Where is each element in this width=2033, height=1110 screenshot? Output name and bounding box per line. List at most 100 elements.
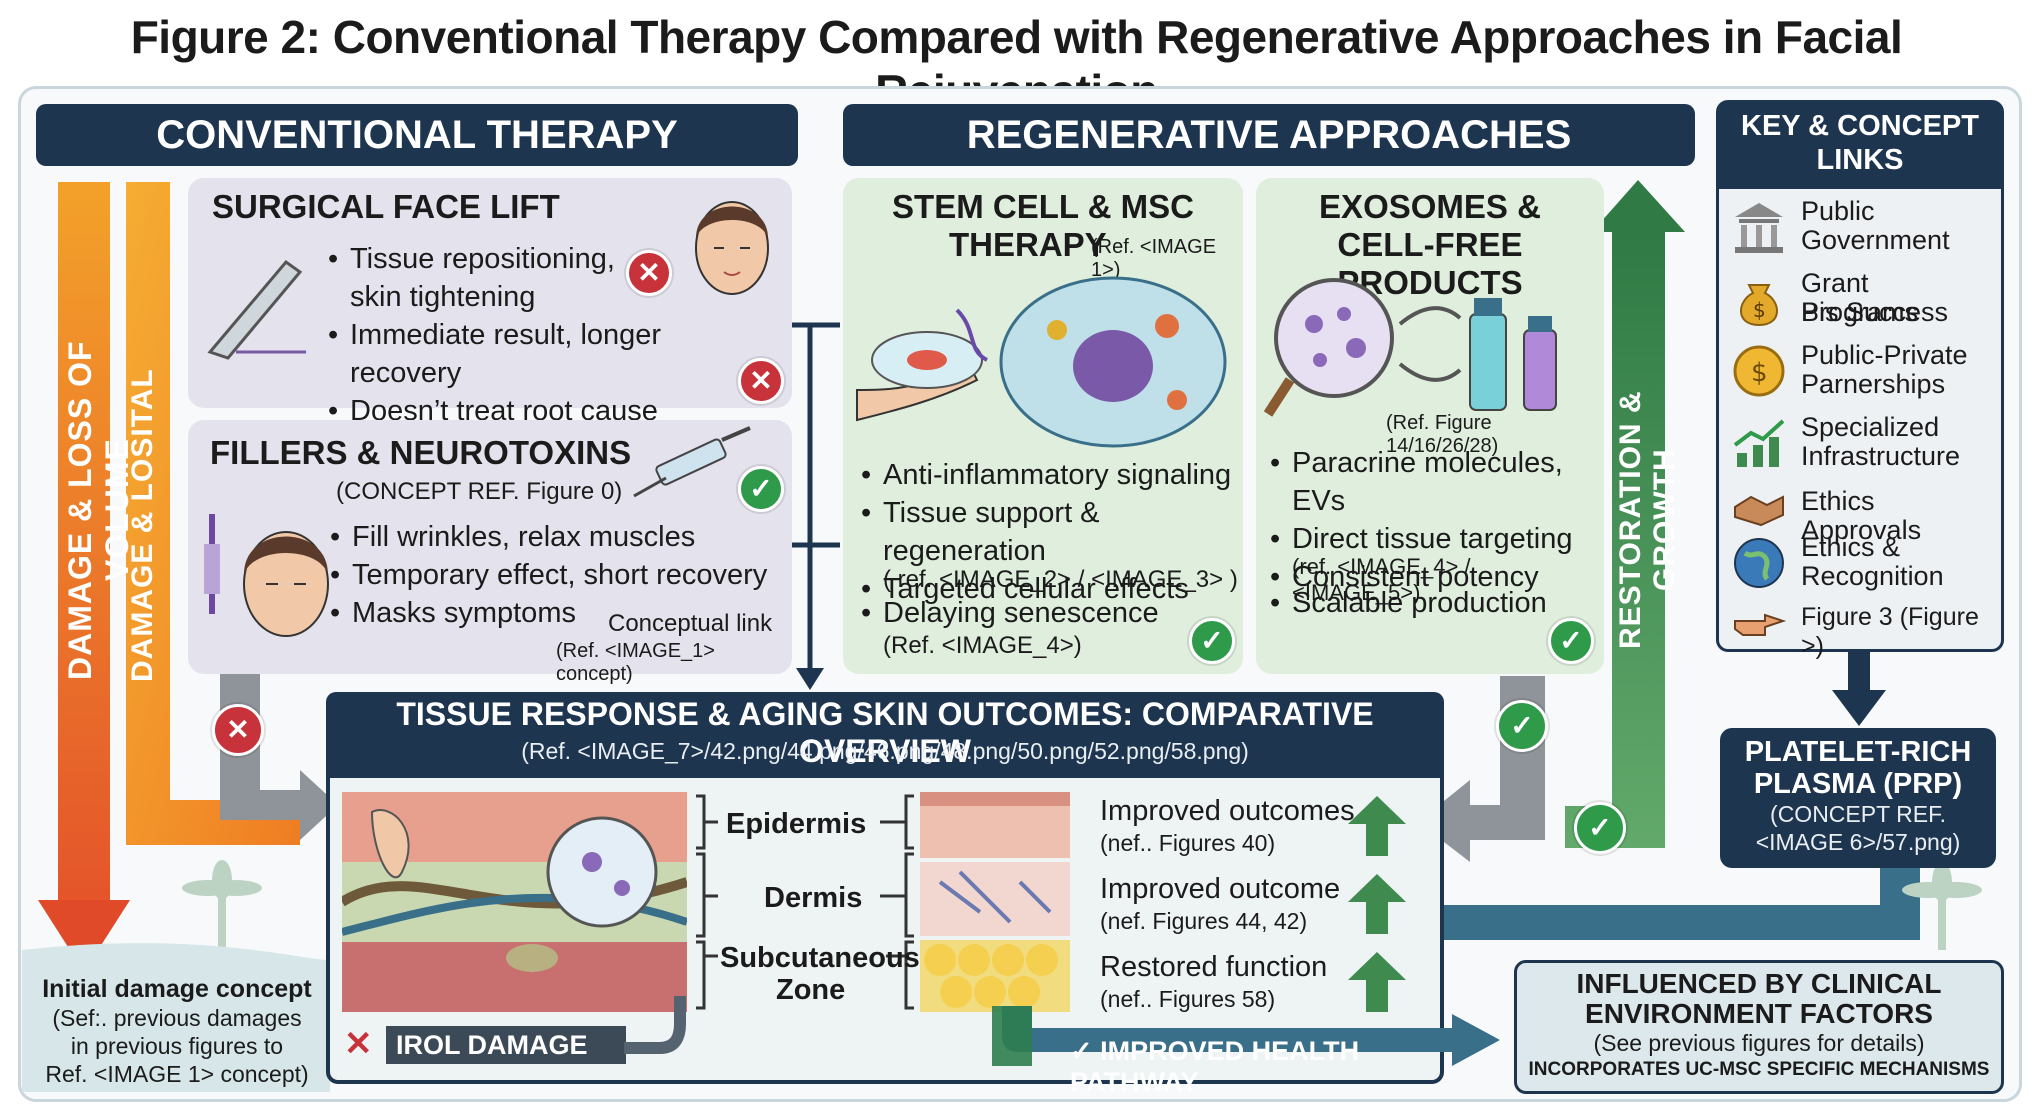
key-header-line1: KEY & CONCEPT [1741,110,1979,142]
tissue-box: TISSUE RESPONSE & AGING SKIN OUTCOMES: C… [326,692,1500,1097]
exo-bullet: Scalable production [1270,584,1604,622]
prp-ref-line1: (CONCEPT REF. [1770,801,1946,827]
x-mark-icon: ✕ [344,1025,373,1063]
key-item-line1: Specialized [1801,412,1940,442]
palm-tree-left [182,860,262,948]
key-item-line2: Bis Success [1801,297,1949,327]
improved-pathway-arrow [992,1006,1500,1066]
initial-line: Ref. <IMAGE 1> concept) [45,1061,309,1087]
regenerative-header: REGENERATIVE APPROACHES [843,104,1695,166]
outcome-title: Improved outcomes [1100,795,1355,827]
check-mark-icon: ✓ [1070,1036,1101,1066]
improved-skin-illustration [920,792,1070,1012]
key-item-line1: Grant Programs [1801,268,1919,327]
prp-box: PLATELET-RICH PLASMA (PRP) (CONCEPT REF.… [1720,728,1996,868]
key-item: Specialized Infrastructure [1719,411,1979,475]
key-item-line2: Parnerships [1801,369,1946,399]
key-item-line2: Recognition [1801,561,1944,591]
palm-tree-right [1902,862,1982,950]
globe-icon [1734,538,1784,588]
outcome-title: Improved outcome [1100,873,1341,905]
exosome-panel: EXOSOMES & CELL-FREE PRODUCTS (Ref. Figu… [1256,178,1604,674]
damage-volume-arrow [38,182,130,972]
key-item-line1: Public-Private [1801,340,1968,370]
layer-brackets [696,794,914,1010]
key-header: KEY & CONCEPT LINKS [1719,103,2001,189]
stem-title-ref: (Ref. <IMAGE 1>) [1091,236,1217,281]
syringe-icon [633,426,751,498]
face-lift-title: SURGICAL FACE LIFT [212,188,560,225]
initial-damage-block: Initial damage concept (Sef:. previous d… [32,974,322,1088]
exosome-vials-icon [1264,278,1557,417]
coin-icon: $ [1733,345,1785,397]
x-badge-icon: ✕ [212,704,264,756]
damage-lositaL-arrow [126,182,300,845]
check-badge-icon: ✓ [738,466,784,512]
fillers-bullet: Fill wrinkles, relax muscles [330,518,780,556]
key-item-line2: Government [1801,225,1950,255]
key-item: Ethics Approvals [1719,483,1979,545]
svg-text:$: $ [1751,358,1768,388]
outcome-ref: (nef. Figures 44, 42) [1100,908,1308,934]
stem-ref-targeted: ( ref. <IMAGE_2> / <IMAGE_3> ) [883,566,1238,593]
fillers-title: FILLERS & NEUROTOXINS [210,434,632,471]
stem-bullet: Tissue support & regeneration [861,494,1241,570]
layer-dermis: Dermis [764,882,863,914]
key-item: $ Public-Private Parnerships [1719,339,1979,403]
outcome-ref: (nef.. Figures 58) [1100,986,1276,1012]
stem-cell-panel: STEM CELL & MSC THERAPY (Ref. <IMAGE 1>)… [843,178,1243,674]
outcome-title: Restored function [1100,951,1328,983]
x-badge-icon: ✕ [626,250,672,296]
key-item-line1: Figure 3 (Figure >) [1801,603,1979,660]
exo-title-line2: CELL-FREE PRODUCTS [1337,226,1523,301]
up-arrows [1348,796,1406,1012]
fillers-bullet: Temporary effect, short recovery [330,556,780,594]
influence-line2: ENVIRONMENT FACTORS [1585,998,1933,1029]
fillers-link-ref: (Ref. <IMAGE_1> concept) [556,640,715,685]
damage-connector [624,996,686,1054]
key-item[interactable]: Figure 3 (Figure >) [1719,601,1979,660]
prp-ref-line2: <IMAGE 6>/57.png) [1755,829,1961,855]
conventional-header: CONVENTIONAL THERAPY [36,104,798,166]
damage-volume-label: DAMAGE & LOSS OF VOLUME [62,340,135,680]
face-lift-bullet: Immediate result, longer recovery [328,316,768,392]
key-item-line1: Ethics Approvals [1801,486,1922,545]
layer-epidermis: Epidermis [726,808,867,840]
money-bag-icon: $ [1740,284,1778,327]
growth-chart-icon [1733,419,1785,467]
damage-label-row: ✕ IROL DAMAGE [338,1025,626,1066]
fillers-ref: (CONCEPT REF. Figure 0) [336,478,623,505]
stem-ref-senescence: (Ref. <IMAGE_4>) [883,632,1082,659]
key-item: Ethics & Recognition [1719,531,1979,595]
damage-lositaL-label: DAMAGE & LOSITAL [126,368,159,682]
stem-title-line1: STEM CELL & MSC [892,188,1194,225]
key-panel: KEY & CONCEPT LINKS Public Government $ … [1716,100,2004,660]
tissue-subheader: (Ref. <IMAGE_7>/42.png/44.png/46.png/48.… [521,738,1249,764]
key-item-line2: Infrastructure [1801,441,1961,471]
government-building-icon [1735,203,1783,253]
exo-title-line1: EXOSOMES & [1319,188,1541,225]
initial-line: (Sef:. previous damages [52,1005,302,1031]
key-header-line2: LINKS [1816,144,1904,176]
check-badge-icon: ✓ [1574,802,1626,854]
patient-face-icon [204,514,329,637]
face-icon [695,201,769,295]
face-lift-bullet: Tissue repositioning, skin tightening [328,240,648,316]
pathway-label: ✓ IMPROVED HEALTH PATHWAY [1070,1036,1440,1098]
layer-subcutaneous: Subcutaneous [720,942,920,974]
damaged-skin-illustration [342,792,687,1012]
restoration-label: RESTORATION & GROWTH [1614,390,1681,650]
prp-title-line2: PLASMA (PRP) [1753,768,1963,800]
stem-bullet: Anti-inflammatory signaling [861,456,1241,494]
up-arrow-icon [1348,874,1406,934]
fillers-panel: FILLERS & NEUROTOXINS (CONCEPT REF. Figu… [188,420,792,685]
exo-bullet: Paracrine molecules, EVs [1270,444,1604,520]
check-badge-icon: ✓ [1189,618,1235,664]
pointing-hand-icon [1734,613,1787,636]
influence-box: INFLUENCED BY CLINICAL ENVIRONMENT FACTO… [1514,960,2004,1094]
stem-bullet: Delaying senescence [861,594,1241,632]
pathway-label-text: IMPROVED HEALTH PATHWAY [1070,1036,1360,1097]
tissue-header-bar: TISSUE RESPONSE & AGING SKIN OUTCOMES: C… [326,692,1444,778]
up-arrow-icon [1348,952,1406,1012]
svg-text:$: $ [1753,298,1766,322]
